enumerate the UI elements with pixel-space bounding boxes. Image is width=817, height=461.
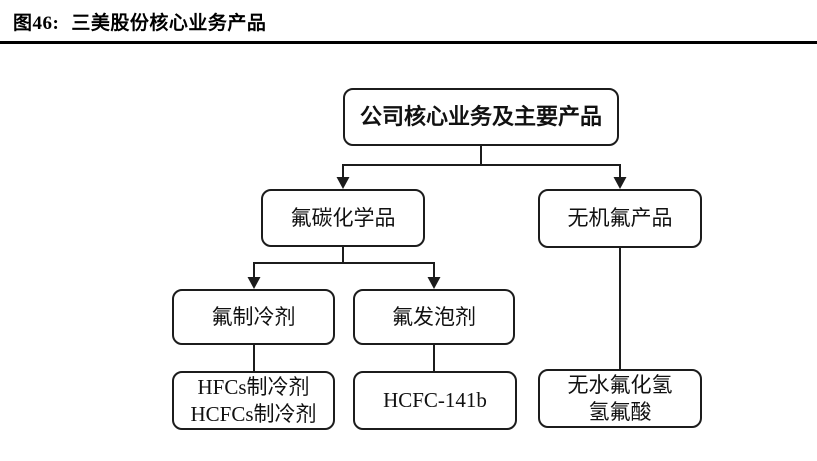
arrowhead-refrigerant	[247, 277, 261, 289]
figure-title: 三美股份核心业务产品	[71, 13, 267, 34]
arrowhead-fluorocarbon	[336, 177, 350, 189]
figure-caption: 图46: 三美股份核心业务产品	[13, 8, 266, 35]
node-fluorocarbon-chemicals: 氟碳化学品	[261, 189, 425, 247]
node-fluorine-foaming-agents: 氟发泡剂	[353, 289, 515, 345]
caption-divider	[0, 41, 817, 44]
node-inorganic-fluoride-products: 无机氟产品	[538, 189, 702, 248]
arrowhead-foaming	[427, 277, 441, 289]
node-core-business: 公司核心业务及主要产品	[343, 88, 619, 146]
arrowhead-inorganic	[613, 177, 627, 189]
node-fluorine-refrigerants: 氟制冷剂	[172, 289, 335, 345]
figure-number: 图46:	[13, 13, 60, 34]
node-hfcs-hcfcs-refrigerants: HFCs制冷剂 HCFCs制冷剂	[172, 371, 335, 430]
node-anhydrous-hf-hydrofluoric-acid: 无水氟化氢 氢氟酸	[538, 369, 702, 428]
node-hcfc-141b: HCFC-141b	[353, 371, 517, 430]
